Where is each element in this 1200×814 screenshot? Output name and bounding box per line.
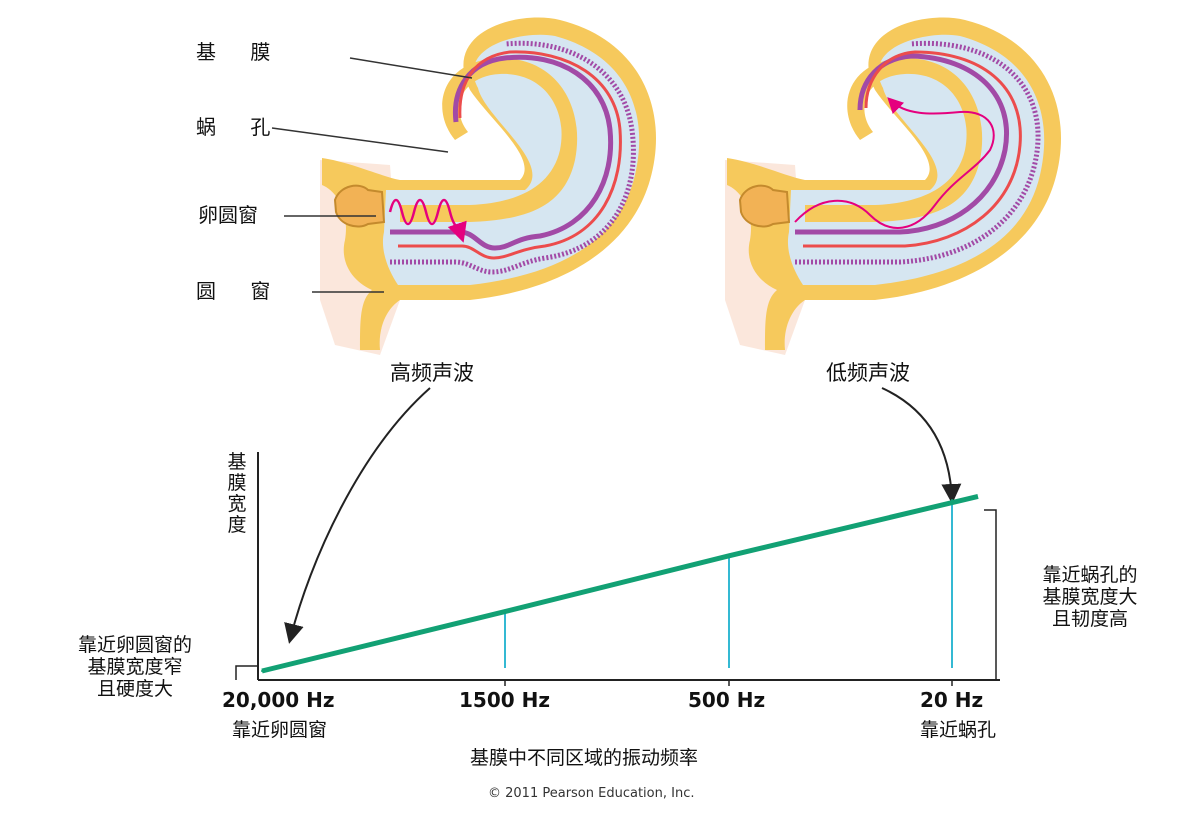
arrow-low-to-chart [881,387,962,504]
leader-lines [271,57,473,293]
copyright: © 2011 Pearson Education, Inc. [488,786,695,801]
right-note-text: 靠近蜗孔的基膜宽度大且韧度高 [1042,564,1138,630]
cochlea-core-left [400,58,578,222]
leader-basilar [349,57,473,79]
arrow-high-to-chart [284,387,431,644]
width-point-0 [261,670,263,672]
cochlea-fluid-right [787,34,1045,286]
stapes-left [333,184,386,228]
basilar-membrane-left [390,54,614,251]
label-helicotrema: 蜗 孔 [196,115,285,139]
chart-marks [261,493,979,674]
left-note-text: 靠近卵圆窗的基膜宽度窄且硬度大 [77,634,192,700]
label-oval-window: 卵圆窗 [198,203,258,227]
chart-x-title: 基膜中不同区域的振动频率 [470,747,699,769]
sub-oval: 靠近卵圆窗 [232,719,328,741]
tick-20: 20 Hz [920,688,984,712]
width-point-2 [728,554,730,557]
right-bracket [984,509,997,681]
sub-helicotrema: 靠近蜗孔 [920,719,997,741]
cochlea-right [725,17,1061,355]
reissner-membrane-right [795,40,1041,265]
left-note: 靠近卵圆窗的基膜宽度窄且硬度大 [40,634,230,700]
width-point-3 [951,499,953,501]
organ-line-left [398,50,622,260]
right-note: 靠近蜗孔的基膜宽度大且韧度高 [1010,564,1170,630]
cochlea-left [320,17,656,355]
chart-y-label: 基膜宽度 [227,451,247,536]
caption-low: 低频声波 [826,361,910,385]
low-freq-wave [794,97,995,229]
label-round-window: 圆 窗 [196,279,285,303]
label-basilar: 基 膜 [196,40,285,64]
tick-500: 500 Hz [688,688,766,712]
width-point-1 [504,610,506,613]
tick-20000: 20,000 Hz [222,688,335,712]
tick-1500: 1500 Hz [459,688,551,712]
cochlea-core-right [805,58,983,222]
leader-helicotrema [271,127,449,153]
reissner-membrane-left [390,40,636,275]
caption-high: 高频声波 [390,361,474,385]
organ-line-right [803,50,1022,248]
left-bracket [235,665,258,680]
high-freq-wave [388,198,467,243]
stapes-right [738,184,791,228]
chart [235,452,1000,686]
width-line [261,493,979,674]
